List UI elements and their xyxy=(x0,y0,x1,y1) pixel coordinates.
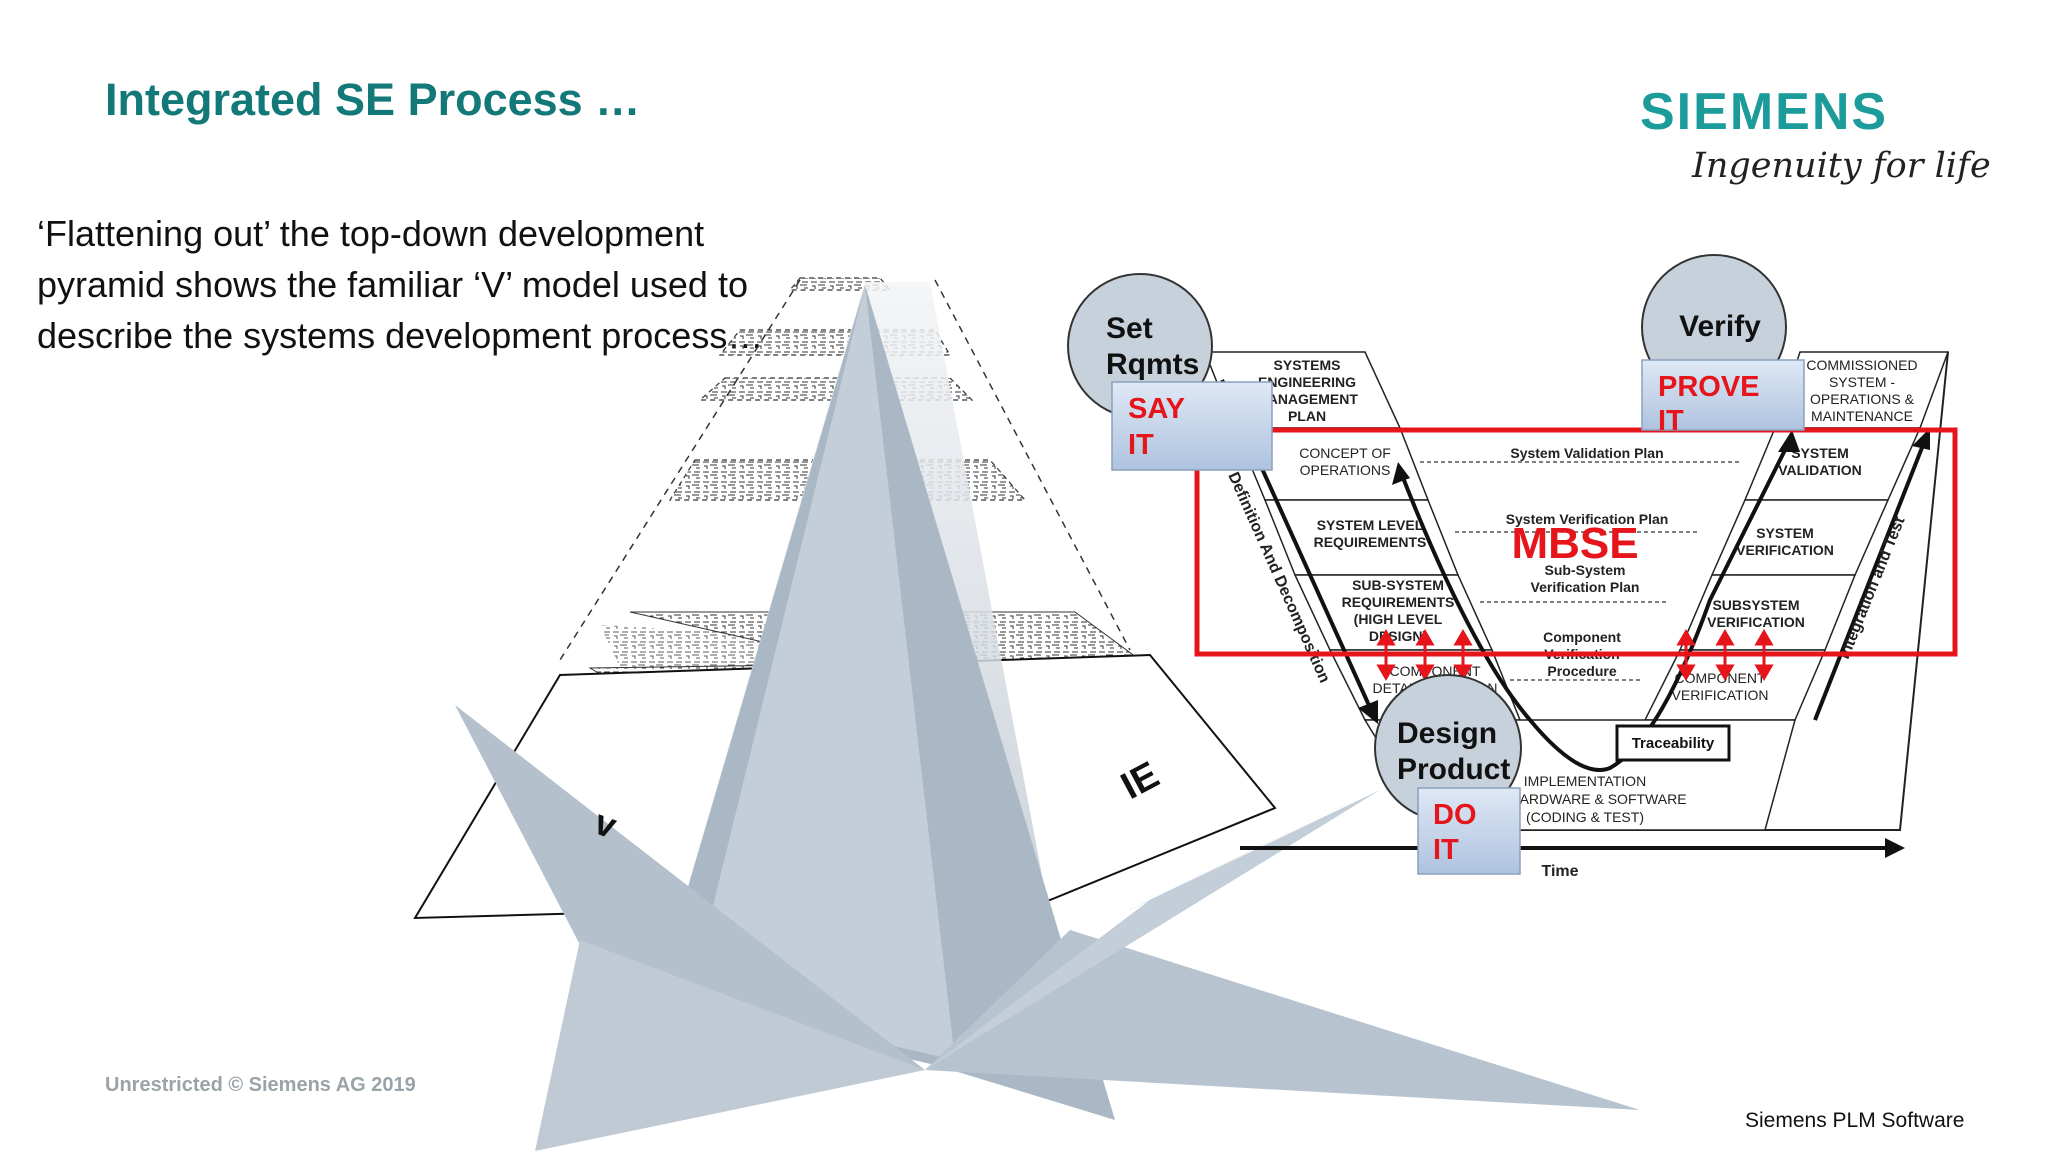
left-box-2-line-1: CONCEPT OF xyxy=(1299,445,1391,461)
plan-subsystem-line-1: Sub-System xyxy=(1545,562,1626,578)
left-box-1-line-2: ENGINEERING xyxy=(1258,374,1356,390)
left-box-2-line-2: OPERATIONS xyxy=(1300,462,1391,478)
plan-system-verification: System Verification Plan xyxy=(1506,511,1669,527)
left-box-3-line-2: REQUIREMENTS xyxy=(1314,534,1427,550)
verify-label: Verify xyxy=(1679,310,1761,343)
left-box-4-line-2: REQUIREMENTS xyxy=(1342,594,1455,610)
say-it-line-2: IT xyxy=(1128,429,1154,461)
right-box-5-line-2: VERIFICATION xyxy=(1672,687,1769,703)
right-box-2-line-2: VALIDATION xyxy=(1778,462,1861,478)
do-it-line-1: DO xyxy=(1433,799,1477,831)
left-box-3-line-1: SYSTEM LEVEL xyxy=(1317,517,1424,533)
prove-it-line-1: PROVE xyxy=(1658,371,1760,403)
right-box-4-line-2: VERIFICATION xyxy=(1707,614,1805,630)
right-box-4-line-1: SUBSYSTEM xyxy=(1712,597,1799,613)
left-box-1-line-1: SYSTEMS xyxy=(1274,357,1341,373)
bottom-box-line-3: (CODING & TEST) xyxy=(1526,809,1644,825)
left-box-4-line-1: SUB-SYSTEM xyxy=(1352,577,1444,593)
mbse-boundary xyxy=(1194,427,1958,657)
right-box-3-line-1: SYSTEM xyxy=(1756,525,1814,541)
right-box-3-line-2: VERIFICATION xyxy=(1736,542,1834,558)
siemens-tagline: Ingenuity for life xyxy=(1692,146,1991,186)
set-rqmts-line-1: Set xyxy=(1106,312,1153,345)
callout-say-it: SAY IT xyxy=(1111,381,1273,471)
traceability-arrows xyxy=(1376,629,1774,681)
say-it-line-1: SAY xyxy=(1128,393,1185,425)
traceability-box xyxy=(1615,724,1731,762)
plan-subsystem-line-2: Verification Plan xyxy=(1531,579,1640,595)
bottom-box-line-1: IMPLEMENTATION xyxy=(1524,773,1646,789)
left-box-1-line-3: MANAGEMENT xyxy=(1256,391,1358,407)
plan-system-validation: System Validation Plan xyxy=(1510,445,1663,461)
right-box-1-line-3: OPERATIONS & xyxy=(1810,391,1915,407)
right-box-5-line-1: COMPONENT xyxy=(1675,670,1766,686)
body-text: ‘Flattening out’ the top-down developmen… xyxy=(37,213,764,356)
pyramid-graphic: IE v xyxy=(413,277,1640,1151)
slide-title: Integrated SE Process … xyxy=(105,74,641,125)
right-box-1-line-2: SYSTEM - xyxy=(1829,374,1895,390)
design-product-line-2: Product xyxy=(1397,753,1510,786)
plan-component-line-3: Procedure xyxy=(1547,663,1616,679)
left-box-4-line-3: (HIGH LEVEL xyxy=(1354,611,1443,627)
right-box-1-line-1: COMMISSIONED xyxy=(1806,357,1917,373)
left-box-1-line-4: PLAN xyxy=(1288,408,1326,424)
mbse-label: MBSE xyxy=(1511,519,1638,568)
bottom-box-line-2: HARDWARE & SOFTWARE xyxy=(1509,791,1686,807)
right-box-2-line-1: SYSTEM xyxy=(1791,445,1849,461)
do-it-line-2: IT xyxy=(1433,834,1459,866)
plan-component-line-1: Component xyxy=(1543,629,1621,645)
design-product-line-1: Design xyxy=(1397,717,1497,750)
footer-brand: Siemens PLM Software xyxy=(1745,1109,1965,1132)
siemens-logo: SIEMENS xyxy=(1640,83,1889,141)
footer-copyright: Unrestricted © Siemens AG 2019 xyxy=(105,1074,416,1096)
traceability-label: Traceability xyxy=(1632,735,1715,752)
set-rqmts-line-2: Rqmts xyxy=(1106,348,1199,381)
time-axis-label: Time xyxy=(1541,863,1578,880)
prove-it-line-2: IT xyxy=(1658,405,1684,437)
right-box-1-line-4: MAINTENANCE xyxy=(1811,408,1913,424)
